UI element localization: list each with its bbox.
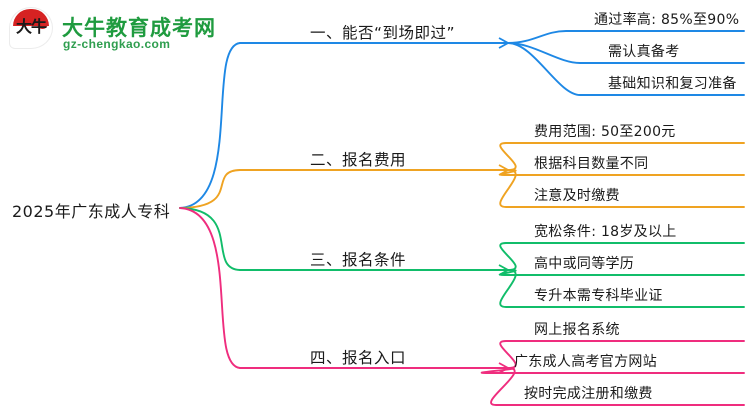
branch-label-4[interactable]: 四、报名入口 — [310, 349, 407, 367]
connector-line — [499, 340, 745, 369]
connector-line — [507, 42, 745, 64]
branch-label-3[interactable]: 三、报名条件 — [310, 251, 407, 269]
logo-mark-text: 大牛 — [15, 17, 47, 36]
connector-line — [179, 207, 241, 271]
leaf-label-1-3[interactable]: 基础知识和复习准备 — [608, 76, 737, 92]
leaf-label-1-1[interactable]: 通过率高: 85%至90% — [594, 12, 740, 28]
connector-line — [507, 42, 745, 96]
connector-line — [507, 30, 745, 44]
logo-title: 大牛教育成考网 — [62, 16, 216, 40]
leaf-label-4-2[interactable]: 广东成人高考官方网站 — [514, 354, 657, 370]
leaf-label-3-1[interactable]: 宽松条件: 18岁及以上 — [534, 224, 677, 240]
logo-badge-icon: 大牛 — [8, 6, 56, 52]
connector-line — [179, 207, 241, 369]
connector-line — [499, 242, 745, 271]
leaf-label-3-3[interactable]: 专升本需专科毕业证 — [534, 288, 663, 304]
leaf-label-2-1[interactable]: 费用范围: 50至200元 — [534, 124, 676, 140]
connector-line — [499, 142, 745, 171]
connector-line — [499, 169, 745, 208]
leaf-label-4-3[interactable]: 按时完成注册和缴费 — [524, 386, 653, 402]
connector-line — [179, 42, 241, 209]
branch-label-2[interactable]: 二、报名费用 — [310, 151, 407, 169]
connector-line — [499, 269, 745, 308]
red-dot-shape — [37, 18, 48, 29]
leaf-label-1-2[interactable]: 需认真备考 — [608, 44, 680, 60]
branch-label-1[interactable]: 一、能否“到场即过” — [310, 24, 456, 42]
connector-line — [179, 169, 241, 209]
connector-line — [490, 367, 745, 406]
logo-url: gz-chengkao.com — [63, 37, 171, 51]
leaf-label-3-2[interactable]: 高中或同等学历 — [534, 256, 635, 272]
mindmap-root-label[interactable]: 2025年广东成人专科 — [12, 202, 171, 221]
leaf-label-4-1[interactable]: 网上报名系统 — [534, 322, 620, 338]
leaf-label-2-3[interactable]: 注意及时缴费 — [534, 188, 620, 204]
site-logo[interactable]: 大牛 大牛教育成考网 gz-chengkao.com — [8, 6, 215, 54]
leaf-label-2-2[interactable]: 根据科目数量不同 — [534, 156, 649, 172]
